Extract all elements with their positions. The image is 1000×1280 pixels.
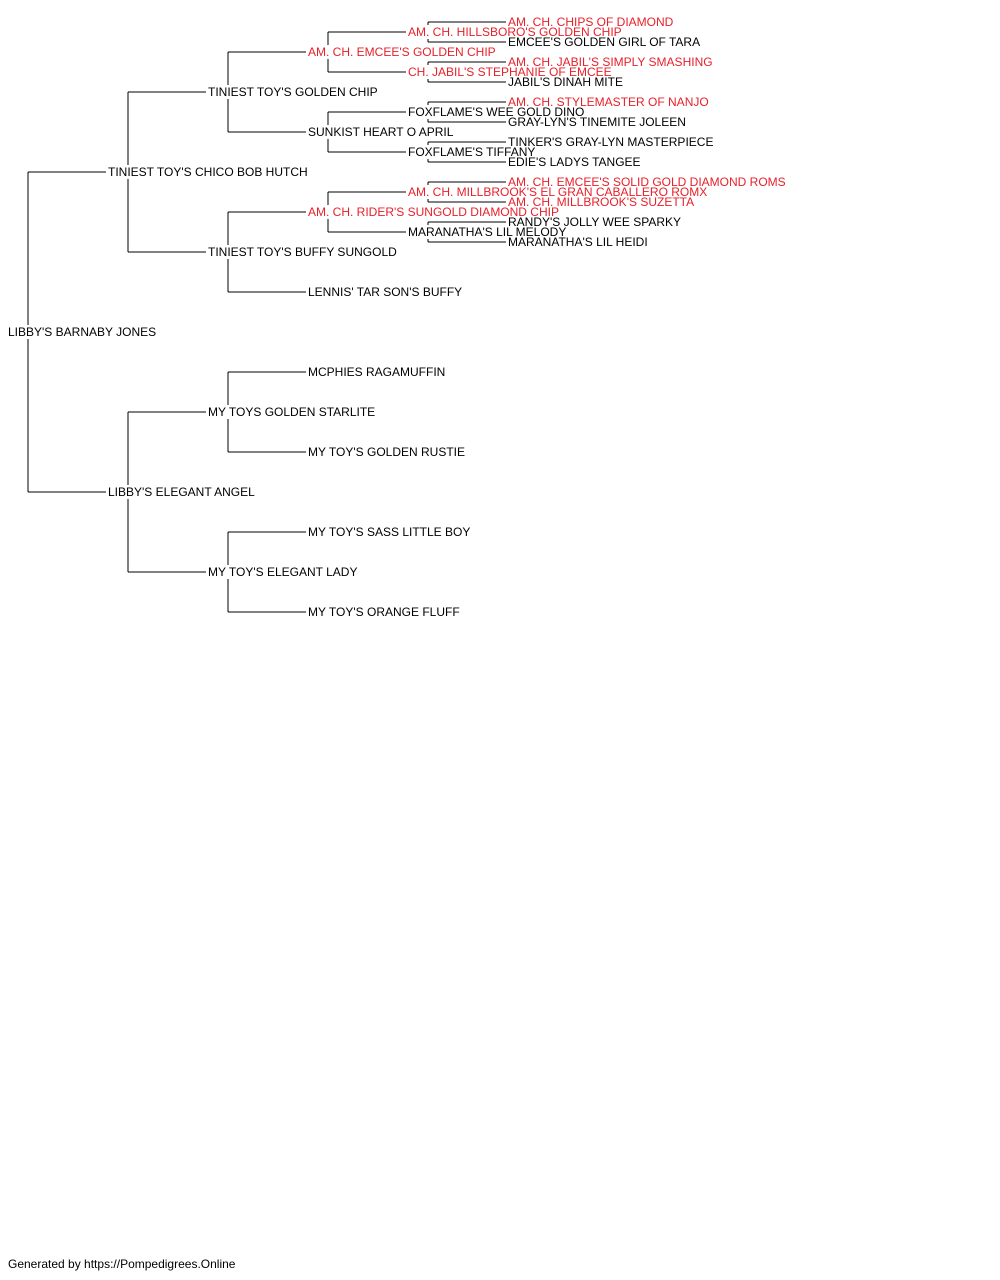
dog-name-label: TINKER'S GRAY-LYN MASTERPIECE: [508, 135, 713, 149]
dog-name-label: MARANATHA'S LIL MELODY: [408, 225, 566, 239]
dog-name-label: AM. CH. MILLBROOK'S SUZETTA: [508, 195, 694, 209]
dog-name-label: AM. CH. EMCEE'S SOLID GOLD DIAMOND ROMS: [508, 175, 786, 189]
dog-name-label: AM. CH. CHIPS OF DIAMOND: [508, 15, 674, 29]
dog-name-label: RANDY'S JOLLY WEE SPARKY: [508, 215, 681, 229]
dog-name-label: SUNKIST HEART O APRIL: [308, 125, 454, 139]
dog-name-label: MY TOY'S ORANGE FLUFF: [308, 605, 460, 619]
dog-name-label: CH. JABIL'S STEPHANIE OF EMCEE: [408, 65, 612, 79]
dog-name-label: LIBBY'S ELEGANT ANGEL: [108, 485, 255, 499]
connector-lines: [27, 21, 506, 613]
dog-name-label: MY TOY'S ELEGANT LADY: [208, 565, 357, 579]
dog-name-label: TINIEST TOY'S BUFFY SUNGOLD: [208, 245, 397, 259]
dog-name-label: FOXFLAME'S TIFFANY: [408, 145, 535, 159]
dog-name-label: AM. CH. EMCEE'S GOLDEN CHIP: [308, 45, 496, 59]
dog-name-label: MY TOY'S GOLDEN RUSTIE: [308, 445, 465, 459]
dog-name-label: FOXFLAME'S WEE GOLD DINO: [408, 105, 584, 119]
dog-name-label: AM. CH. JABIL'S SIMPLY SMASHING: [508, 55, 713, 69]
name-labels: LIBBY'S BARNABY JONES TINIEST TOY'S CHICO…: [8, 15, 786, 619]
dog-name-label: MARANATHA'S LIL HEIDI: [508, 235, 648, 249]
dog-name-label: LIBBY'S BARNABY JONES: [8, 325, 156, 339]
dog-name-label: LENNIS' TAR SON'S BUFFY: [308, 285, 462, 299]
dog-name-label: MY TOYS GOLDEN STARLITE: [208, 405, 375, 419]
dog-name-label: JABIL'S DINAH MITE: [508, 75, 623, 89]
dog-name-label: AM. CH. RIDER'S SUNGOLD DIAMOND CHIP: [308, 205, 559, 219]
dog-name-label: MCPHIES RAGAMUFFIN: [308, 365, 445, 379]
dog-name-label: AM. CH. STYLEMASTER OF NANJO: [508, 95, 709, 109]
dog-name-label: GRAY-LYN'S TINEMITE JOLEEN: [508, 115, 686, 129]
dog-name-label: AM. CH. MILLBROOK'S EL GRAN CABALLERO RO…: [408, 185, 707, 199]
dog-name-label: AM. CH. HILLSBORO'S GOLDEN CHIP: [408, 25, 622, 39]
dog-name-label: TINIEST TOY'S CHICO BOB HUTCH: [108, 165, 308, 179]
dog-name-label: EMCEE'S GOLDEN GIRL OF TARA: [508, 35, 700, 49]
dog-name-label: TINIEST TOY'S GOLDEN CHIP: [208, 85, 378, 99]
footer-credit: Generated by https://Pompedigrees.Online: [8, 1257, 236, 1271]
dog-name-label: EDIE'S LADYS TANGEE: [508, 155, 641, 169]
dog-name-label: MY TOY'S SASS LITTLE BOY: [308, 525, 470, 539]
